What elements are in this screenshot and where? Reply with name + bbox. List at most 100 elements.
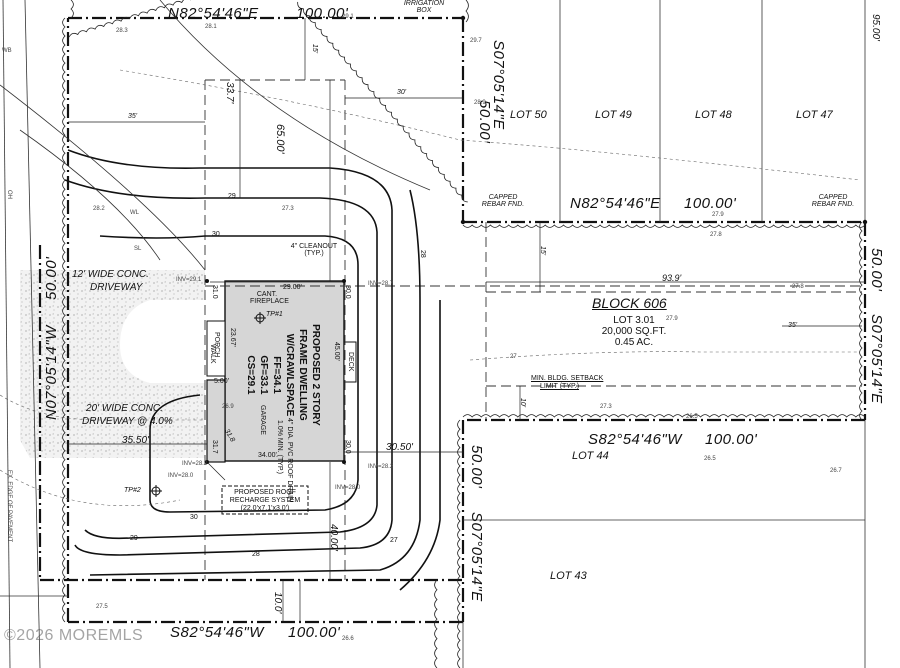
dim-h30b: 30.0 xyxy=(344,440,351,454)
spot: 27.3 xyxy=(282,206,294,212)
dwelling-cs: CS=29.1 xyxy=(245,355,256,395)
tree-line xyxy=(462,414,866,418)
wl-label: WL xyxy=(130,210,139,216)
tree-line xyxy=(462,224,866,228)
spot: 28.9 xyxy=(474,100,486,106)
bearing-west: N07°05'14"W xyxy=(43,325,60,420)
block-area-sf: 20,000 SQ.FT. xyxy=(601,326,667,337)
deck-label: DECK xyxy=(347,352,354,372)
dim-4500: 45.00' xyxy=(333,342,340,361)
spot: 29.1 xyxy=(342,14,354,20)
tree-line xyxy=(859,221,863,421)
dim-500: 5.00' xyxy=(214,378,229,385)
spot: 27.3 xyxy=(600,404,612,410)
dim-front-setback: 33.7' xyxy=(224,82,235,104)
tree-line xyxy=(68,0,191,38)
block-title: BLOCK 606 xyxy=(592,295,667,311)
dim-269: 26.9 xyxy=(222,404,234,410)
spot: 27.5 xyxy=(96,604,108,610)
dim-30: 30' xyxy=(397,89,407,96)
lot-43: LOT 43 xyxy=(550,570,587,582)
driveway-12ft xyxy=(20,270,205,458)
porch-outline xyxy=(206,320,226,377)
contour-27: 27 xyxy=(390,537,398,544)
recharge-system xyxy=(221,485,309,515)
recharge-line3: (22.0'x7.1'x3.0') xyxy=(240,505,290,512)
tree-line xyxy=(457,419,461,668)
dwelling-line1: PROPOSED 2 STORY xyxy=(310,324,321,426)
spot: 28.1 xyxy=(205,24,217,30)
tp1-label: TP#1 xyxy=(266,311,283,318)
dim-93: 93.9' xyxy=(662,273,682,283)
drain-slope-label: 1.0% MIN. (TYP.) xyxy=(276,420,283,474)
dim-rear-setback: 65.00' xyxy=(274,124,286,154)
spot: 28.2 xyxy=(93,206,105,212)
driveway1-line1: 12' WIDE CONC. xyxy=(72,269,149,280)
dim-h31b: 31.7 xyxy=(211,440,218,454)
tree-line xyxy=(62,17,66,623)
contour-28b: 28 xyxy=(252,551,260,558)
bearing-east-block: S07°05'14"E xyxy=(868,314,885,404)
bearing-north-block-dist: 100.00' xyxy=(684,195,737,212)
driveway2-line2: DRIVEWAY @ 4.0% xyxy=(82,416,173,427)
walk-label: WALK xyxy=(209,344,216,364)
dim-2367: 23.67' xyxy=(229,328,236,347)
garage-label: GARAGE xyxy=(259,405,266,435)
inv-287: INV=28.7 xyxy=(368,281,394,287)
contour-29: 29 xyxy=(228,193,236,200)
inv-282a: INV=28.2 xyxy=(182,461,208,467)
spot: 27.8 xyxy=(792,284,804,290)
dim-width-34: 34.00' xyxy=(258,452,277,459)
dim-h30a: 30.0 xyxy=(344,285,351,299)
lot-50: LOT 50 xyxy=(510,109,547,121)
tree-line xyxy=(465,0,469,23)
bearing-north-block: N82°54'46"E xyxy=(570,195,661,212)
contour-27b: 27 xyxy=(510,354,517,360)
bearing-east-dist: 50.00' xyxy=(476,100,493,144)
spot: 27.8 xyxy=(710,232,722,238)
contour-28: 28 xyxy=(419,250,426,258)
inv-291: INV=29.1 xyxy=(176,277,202,283)
bearing-east: S07°05'14"E xyxy=(490,40,507,130)
bearing-north-dist: 100.00' xyxy=(296,5,349,22)
dim-35a: 35' xyxy=(128,113,138,120)
dim-h31a: 31.0 xyxy=(211,285,218,299)
spot: 26.5 xyxy=(686,414,698,420)
tree-line xyxy=(297,1,468,203)
bearing-north: N82°54'46"E xyxy=(168,5,259,22)
dim-4000: 40.00' xyxy=(328,524,339,551)
capped-rebar-2: CAPPED REBAR FND. xyxy=(811,194,855,208)
dim-15a: 15' xyxy=(311,44,318,54)
dim-15b: 15' xyxy=(539,246,546,256)
capped-rebar-1: CAPPED REBAR FND. xyxy=(481,194,525,208)
lot-47: LOT 47 xyxy=(796,109,833,121)
deck-outline xyxy=(343,341,357,383)
bearing-south-block: S82°54'46"W xyxy=(588,431,682,448)
dim-3050: 30.50' xyxy=(386,442,413,453)
wb-label: WB xyxy=(2,48,12,54)
bearing-mid-east-dist: 50.00' xyxy=(468,445,485,489)
inv-282b: INV=28.2 xyxy=(368,464,394,470)
bearing-east-block-dist: 50.00' xyxy=(868,248,885,292)
block-lot: LOT 3.01 xyxy=(613,315,655,326)
spot: 26.7 xyxy=(830,468,842,474)
dwelling-footprint xyxy=(224,280,345,462)
contour-30b: 30 xyxy=(190,514,198,521)
contour-29b: 29 xyxy=(130,535,138,542)
spot: 26.5 xyxy=(704,456,716,462)
top-right-dist: 95.00' xyxy=(870,14,881,41)
recharge-line2: RECHARGE SYSTEM xyxy=(229,497,301,504)
dim-35b: 35' xyxy=(788,322,798,329)
driveway2-line1: 20' WIDE CONC. xyxy=(86,403,163,414)
bearing-mid-east: S07°05'14"E xyxy=(468,512,485,602)
bearing-south-block-dist: 100.00' xyxy=(705,431,758,448)
spot: 27.9 xyxy=(666,316,678,322)
contour-30: 30 xyxy=(212,231,220,238)
oh-label: OH xyxy=(6,190,12,199)
watermark: ©2026 MOREMLS xyxy=(4,627,144,644)
cleanout-label: 4" CLEANOUT (TYP.) xyxy=(290,243,338,257)
bearing-south: S82°54'46"W xyxy=(170,624,264,641)
tree-line xyxy=(434,579,438,668)
spot: 29.7 xyxy=(470,38,482,44)
dim-10b: 10.0' xyxy=(272,592,283,614)
